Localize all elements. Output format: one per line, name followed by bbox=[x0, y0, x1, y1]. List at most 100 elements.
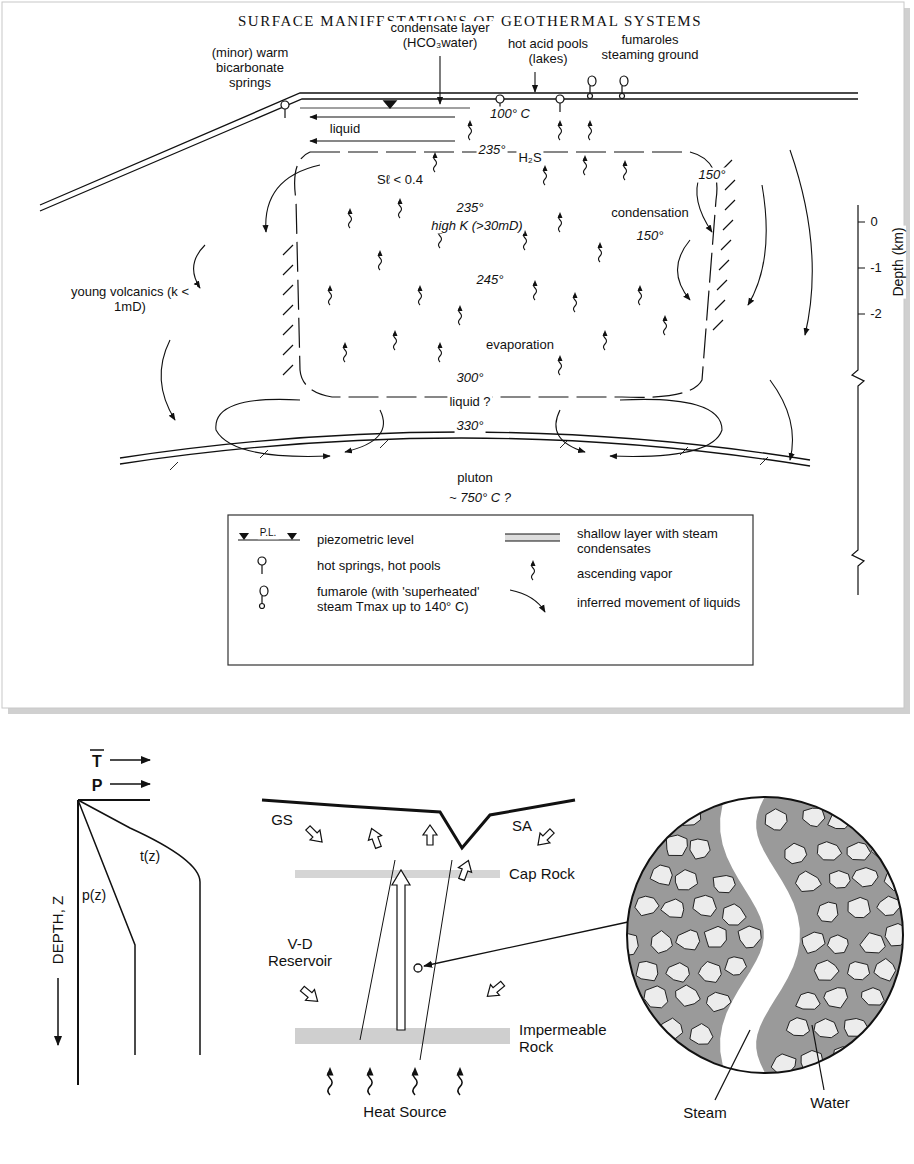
ascending-vapor bbox=[663, 315, 668, 335]
legend-text: piezometric level bbox=[315, 533, 416, 548]
temperature: 100° C bbox=[488, 107, 532, 122]
tp-profile bbox=[78, 800, 135, 1055]
pluton-boundary bbox=[170, 440, 768, 470]
depth-axis bbox=[858, 222, 865, 314]
part-label: SA bbox=[510, 817, 534, 834]
vapor-zone-boundary bbox=[283, 160, 735, 375]
rock-grain bbox=[810, 778, 835, 799]
surface-symbols bbox=[556, 95, 564, 112]
surface-symbols bbox=[620, 76, 629, 99]
reservoir-section bbox=[262, 800, 575, 848]
rock-grain bbox=[824, 988, 848, 1008]
steam-channel bbox=[738, 790, 782, 1080]
rock-grain bbox=[877, 896, 900, 915]
rock-grain bbox=[675, 870, 697, 890]
rock-grain bbox=[875, 784, 895, 803]
pore-zoom bbox=[599, 775, 914, 1080]
rock-grain bbox=[695, 780, 718, 798]
reservoir-section bbox=[392, 870, 410, 1030]
rock-grain bbox=[874, 1015, 896, 1036]
ascending-vapor bbox=[418, 285, 423, 305]
rock-grain bbox=[838, 784, 862, 802]
temperature: 235° bbox=[455, 201, 486, 216]
legend-box bbox=[287, 533, 297, 540]
vapor-zone-boundary bbox=[295, 152, 717, 397]
rock-grain bbox=[886, 808, 908, 829]
ascending-vapor bbox=[393, 330, 398, 350]
note: condensate layer (HCO₃water) bbox=[381, 21, 500, 51]
legend-box bbox=[505, 534, 560, 535]
rock-grain bbox=[900, 1021, 914, 1042]
temperature: 235° bbox=[477, 143, 508, 158]
ascending-vapor bbox=[638, 285, 643, 305]
rock-grain bbox=[853, 1052, 878, 1073]
reservoir-section bbox=[457, 1067, 464, 1095]
reservoir-section bbox=[360, 860, 452, 1060]
pore-zoom bbox=[812, 1025, 824, 1090]
ascending-vapor bbox=[328, 285, 333, 305]
rock-grain bbox=[666, 835, 687, 856]
rock-grain bbox=[599, 898, 621, 917]
rock-grain bbox=[615, 814, 636, 834]
gas-label: H₂S bbox=[516, 151, 543, 166]
rock-grain bbox=[833, 1047, 856, 1066]
rock-grain bbox=[617, 1052, 638, 1072]
flow-arrows bbox=[790, 150, 812, 335]
rock-grain bbox=[817, 842, 841, 860]
reservoir-section bbox=[298, 983, 322, 1007]
saturation-label: Sℓ < 0.4 bbox=[375, 173, 425, 188]
temperature: ~ 750° C ? bbox=[447, 491, 513, 506]
rock-grain bbox=[636, 776, 659, 796]
flow-arrows bbox=[770, 380, 793, 460]
axis-tick: -1 bbox=[868, 261, 884, 276]
legend-box bbox=[505, 541, 560, 542]
rock-grain bbox=[814, 960, 839, 980]
rock-grain bbox=[861, 809, 885, 831]
rock-grain bbox=[830, 871, 851, 888]
legend-text: ascending vapor bbox=[575, 567, 674, 582]
reservoir-section bbox=[483, 978, 507, 1002]
axis-title: DEPTH, Z bbox=[49, 894, 66, 966]
rock-grain bbox=[903, 897, 914, 915]
reservoir-section bbox=[533, 826, 557, 850]
axis-tick: 0 bbox=[868, 215, 879, 230]
ascending-vapor bbox=[558, 212, 563, 232]
flow-arrows bbox=[556, 410, 585, 452]
temperature: 150° bbox=[635, 229, 666, 244]
axis-label: T bbox=[90, 753, 104, 771]
rock-grain bbox=[676, 985, 701, 1006]
tp-profile bbox=[110, 759, 150, 761]
rock-grain bbox=[693, 895, 717, 916]
reservoir-section bbox=[412, 1067, 419, 1095]
vapor-zone-boundary bbox=[283, 152, 735, 397]
legend-box bbox=[258, 557, 266, 574]
ascending-vapor bbox=[468, 120, 473, 140]
ascending-vapor bbox=[573, 292, 578, 312]
ascending-vapor bbox=[348, 208, 353, 228]
rock-grain bbox=[713, 876, 735, 893]
rock-grain bbox=[889, 1046, 914, 1064]
rock-grain bbox=[796, 871, 822, 891]
rock-grain bbox=[903, 964, 914, 983]
flow-arrows bbox=[439, 56, 440, 104]
rock-grain bbox=[904, 775, 914, 796]
ascending-vapor bbox=[558, 355, 563, 375]
rock-grain bbox=[651, 931, 672, 954]
legend-box bbox=[228, 515, 753, 665]
rock-grain bbox=[635, 896, 659, 916]
rock-grain bbox=[650, 865, 672, 885]
rock-grain bbox=[765, 809, 787, 830]
axis-label: P bbox=[90, 777, 105, 795]
axis-title: Depth (km) bbox=[890, 225, 906, 298]
rock-label: young volcanics (k < 1mD) bbox=[63, 285, 197, 315]
surface-symbols bbox=[281, 101, 289, 118]
legend-box bbox=[228, 515, 753, 665]
flow-arrows bbox=[216, 399, 330, 456]
tp-profile bbox=[110, 783, 150, 785]
flow-arrows bbox=[310, 116, 455, 117]
rock-grain bbox=[738, 926, 761, 948]
rock-grain bbox=[874, 959, 896, 982]
layer-label: Impermeable Rock bbox=[517, 1021, 616, 1056]
ascending-vapor bbox=[598, 242, 603, 262]
legend-box bbox=[505, 534, 560, 541]
